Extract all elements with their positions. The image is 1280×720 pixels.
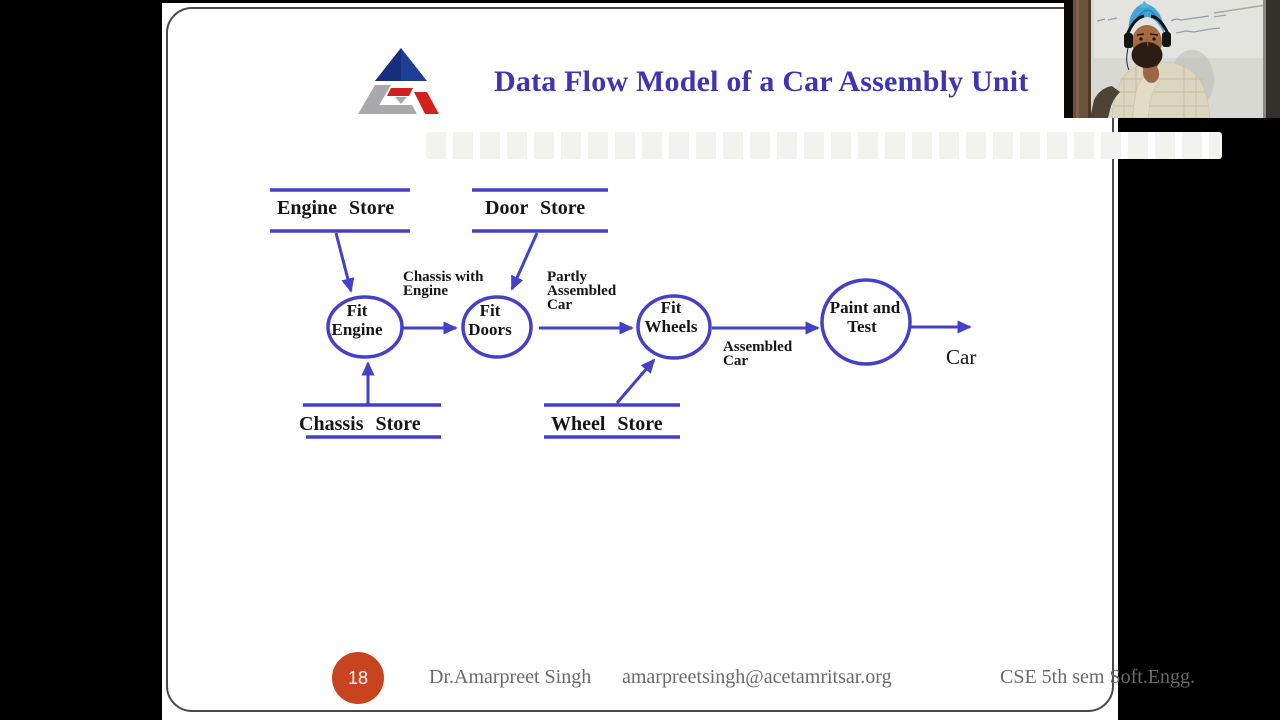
whiteboard-edge (1213, 4, 1267, 14)
hand (1142, 63, 1160, 83)
webcam-overlay (1064, 0, 1280, 118)
headphone-wire (1126, 47, 1130, 71)
headphone-band (1125, 14, 1170, 36)
eye (1152, 37, 1156, 41)
instructor-video (1064, 0, 1280, 118)
page-title: Data Flow Model of a Car Assembly Unit (494, 65, 1029, 98)
arm-left (1090, 86, 1120, 118)
ghost-text-artifact (426, 132, 1222, 159)
turban (1128, 3, 1164, 36)
whiteboard-writing (1096, 14, 1227, 34)
footer-author: Dr.Amarpreet Singh (429, 666, 592, 688)
raised-sleeve (1131, 72, 1160, 118)
slide-border (166, 7, 1114, 712)
wood-highlight (1076, 0, 1079, 118)
whiteboard-frame-right (1263, 0, 1266, 118)
nose (1146, 38, 1149, 47)
eye (1139, 37, 1143, 41)
headphone-cup-left (1124, 33, 1133, 48)
instructor-figure (1090, 1, 1211, 118)
page-number-badge: 18 (332, 652, 384, 704)
headphone-cup-right (1162, 32, 1171, 47)
acet-logo-icon (358, 48, 439, 114)
eyebrows (1136, 33, 1159, 36)
wall-right (1266, 0, 1280, 118)
slide: Data Flow Model of a Car Assembly Unit 1… (162, 3, 1222, 720)
beard (1131, 42, 1163, 68)
turban-peak (1140, 1, 1150, 8)
footer-email: amarpreetsingh@acetamritsar.org (622, 666, 892, 688)
page-number: 18 (347, 667, 369, 688)
footer-course: CSE 5th sem Soft.Engg. (1000, 666, 1196, 688)
wood-shade (1088, 0, 1091, 118)
frame-edge-left (1064, 0, 1073, 118)
